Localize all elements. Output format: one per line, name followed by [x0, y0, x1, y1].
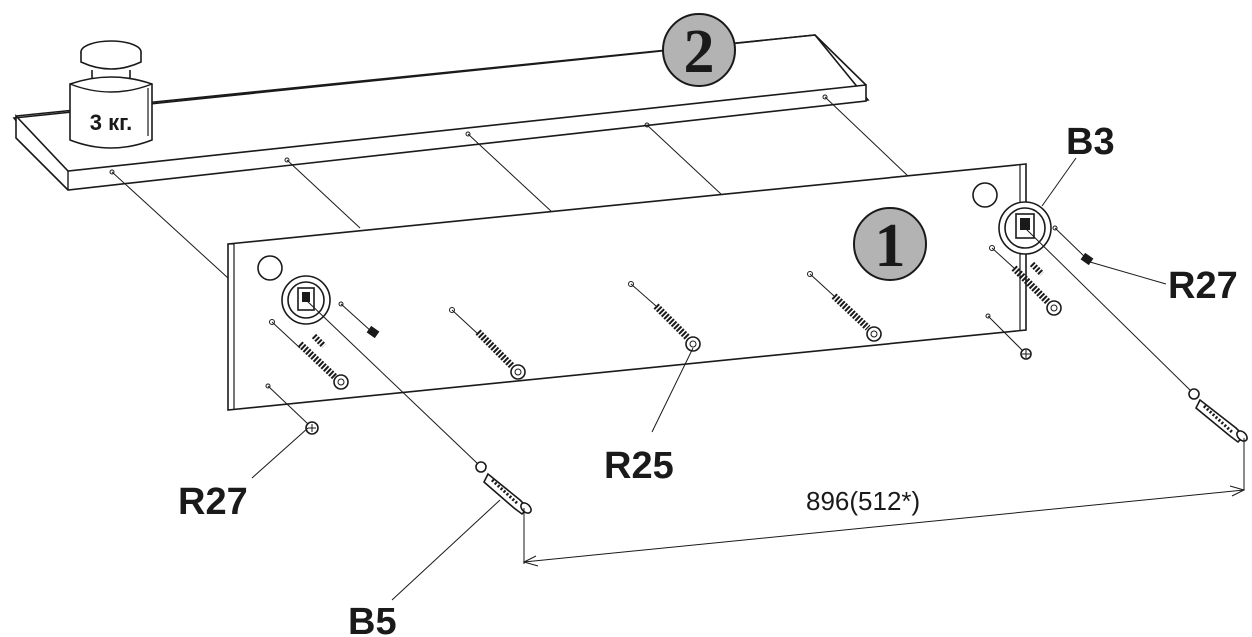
badge-part-1-number: 1 [875, 212, 906, 280]
badge-part-1: 1 [853, 207, 927, 281]
callout-leaders [251, 157, 1167, 601]
dimension-label: 896(512*) [806, 486, 920, 516]
left-small-screw [311, 333, 327, 349]
badge-part-2: 2 [662, 13, 736, 87]
screw-r25-1 [449, 307, 526, 380]
guide-lines [111, 96, 909, 279]
right-b5-anchor [1024, 227, 1248, 444]
wall-panel-part-1 [227, 163, 1027, 411]
left-r27-screw [267, 385, 319, 435]
badge-part-2-number: 2 [684, 18, 715, 86]
screw-r25-3 [807, 271, 882, 342]
left-b5-anchor [305, 299, 532, 516]
callout-r27-left: R27 [178, 481, 248, 523]
callout-b5: B5 [348, 601, 397, 637]
callout-r27-right: R27 [1168, 265, 1238, 307]
dimension-line [522, 438, 1246, 567]
weight-label: 3 кг. [90, 110, 132, 135]
screw-r25-2 [628, 281, 701, 352]
callout-b3: B3 [1066, 121, 1115, 163]
left-long-screw [271, 321, 349, 390]
weight-icon [69, 40, 153, 149]
callout-r25: R25 [604, 445, 674, 487]
